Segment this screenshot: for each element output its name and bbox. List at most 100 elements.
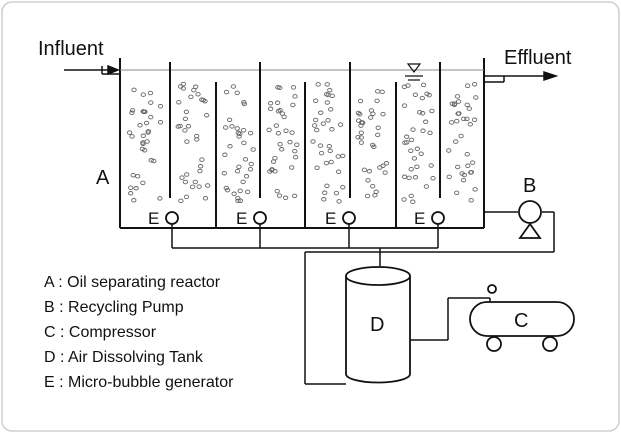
bubble (322, 190, 328, 196)
bubble (326, 143, 332, 149)
bubble (202, 196, 209, 201)
bubble (283, 128, 289, 133)
bubble (368, 108, 375, 113)
pump-label: B (523, 175, 536, 197)
bubble (250, 147, 256, 152)
bubble (340, 184, 346, 190)
air-dissolving-tank (345, 266, 411, 384)
bubble (204, 112, 210, 118)
bubble (180, 81, 186, 87)
bubble (454, 94, 461, 99)
bubble (291, 193, 298, 199)
recycling-pump-icon (518, 200, 542, 239)
bubble (199, 157, 205, 162)
bubble (318, 150, 325, 156)
bubble (455, 164, 461, 170)
bubble (358, 130, 364, 135)
bubble (355, 134, 361, 140)
bubble (129, 108, 136, 113)
bubble (365, 178, 371, 183)
bubble (426, 92, 432, 98)
bubble (372, 193, 378, 198)
influent-label: Influent (38, 38, 104, 60)
bubble (176, 99, 182, 105)
bubble (324, 183, 330, 189)
bubble (325, 118, 331, 123)
bubble (292, 148, 298, 154)
bubble (289, 165, 295, 170)
bubble (455, 99, 462, 104)
bubble (197, 164, 204, 169)
bubble (418, 151, 424, 156)
effluent-pipe (484, 70, 559, 83)
bubble (411, 156, 418, 161)
bubble (282, 195, 289, 201)
bubble (188, 94, 194, 100)
bubble (185, 123, 192, 129)
bubble (189, 184, 196, 190)
compressor-label: C (514, 310, 528, 332)
bubble (375, 132, 381, 138)
bubble (327, 148, 333, 154)
bubble (455, 111, 461, 116)
bubble (183, 194, 190, 200)
bubble (358, 135, 364, 140)
effluent-label: Effluent (504, 47, 572, 69)
bubble (446, 148, 452, 153)
bubble (221, 170, 227, 176)
bubble (236, 134, 242, 139)
bubble (406, 175, 412, 181)
bubble (277, 141, 283, 147)
bubble (471, 81, 478, 87)
bubble (412, 175, 419, 180)
bubble (131, 198, 137, 203)
bubble (357, 112, 363, 117)
bubble (234, 168, 241, 174)
bubble (461, 116, 467, 122)
bubble (423, 184, 430, 189)
bubble (473, 95, 479, 100)
bubble (287, 139, 293, 145)
bubble (364, 193, 371, 199)
bubble (269, 167, 275, 172)
bubble (452, 101, 458, 106)
bubble (464, 102, 470, 108)
bubble (357, 98, 364, 104)
bubble (292, 94, 298, 99)
bubble (177, 123, 183, 129)
bubble (468, 197, 474, 203)
bubble (410, 127, 416, 132)
bubble (380, 111, 386, 117)
bubble (274, 188, 280, 194)
bubble (140, 180, 146, 186)
bubble (195, 91, 201, 97)
bubble (129, 134, 135, 139)
bubble (467, 122, 473, 127)
bubble (328, 159, 334, 165)
influent-pipe (64, 64, 121, 76)
water-level-icon (405, 63, 423, 81)
bubble (242, 157, 249, 162)
bubble (240, 127, 247, 133)
bubble (329, 93, 335, 98)
bubble (140, 133, 146, 139)
legend-item-a: A : Oil separating reactor (44, 274, 221, 291)
bubble (333, 190, 340, 196)
compressor-icon (469, 284, 575, 352)
bubble (266, 127, 272, 133)
bubble (358, 140, 365, 145)
micro-bubble-generators (165, 211, 445, 225)
bubble (408, 193, 414, 199)
legend: A : Oil separating reactor B : Recycling… (44, 274, 234, 391)
bubble (429, 108, 435, 114)
air-pipe (410, 297, 491, 341)
recycle-pipe (304, 211, 555, 385)
tank-label: D (370, 314, 384, 336)
bubble (236, 164, 242, 170)
bubble (454, 118, 460, 124)
bubble (241, 140, 247, 146)
bubble (420, 111, 426, 116)
bubble (335, 169, 342, 174)
bubble (323, 160, 330, 166)
